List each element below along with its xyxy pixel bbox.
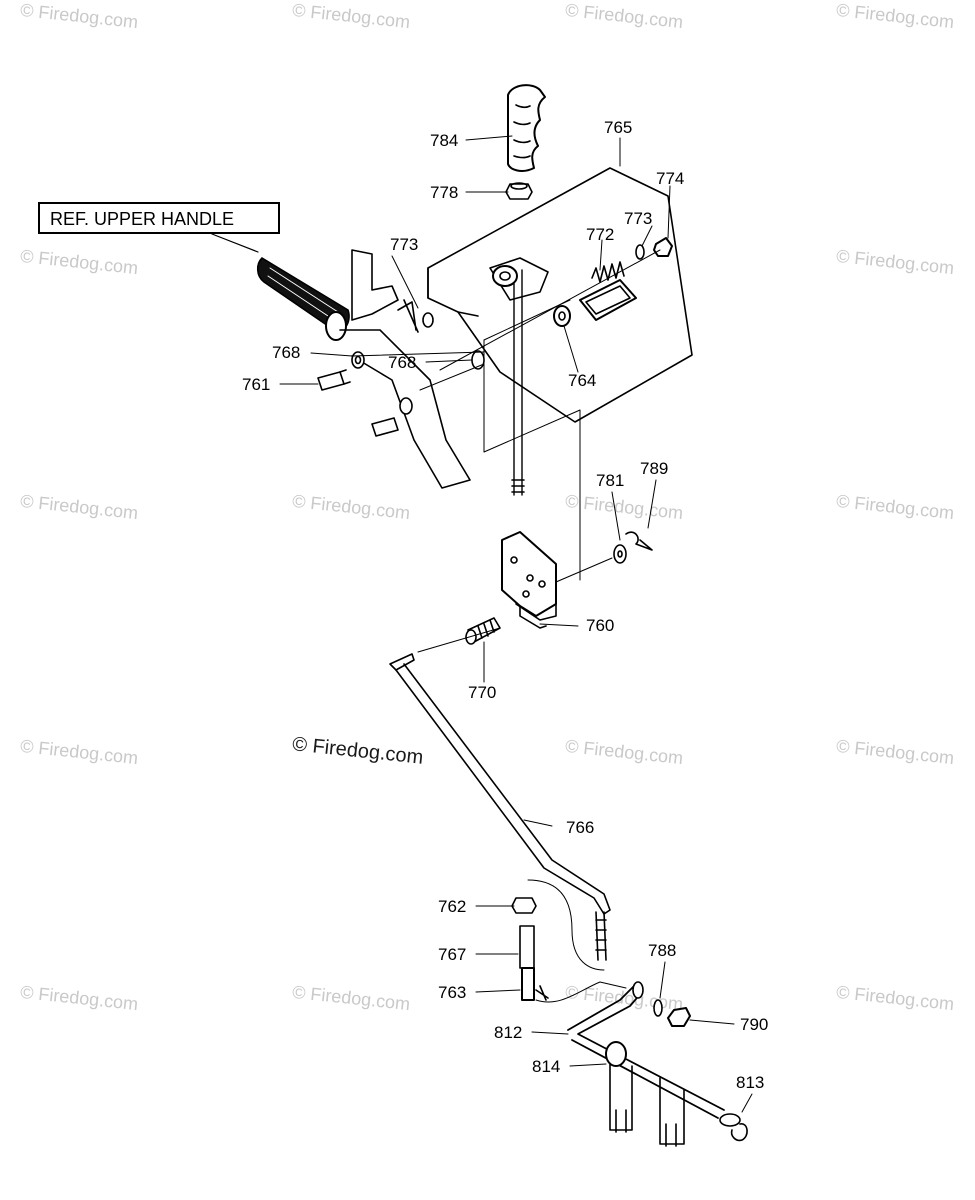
bolt-770 — [465, 617, 501, 645]
part-label-767: 767 — [438, 945, 466, 964]
part-label-773: 773 — [624, 209, 652, 228]
part-label-765: 765 — [604, 118, 632, 137]
part-label-770: 770 — [468, 683, 496, 702]
part-label-761: 761 — [242, 375, 270, 394]
part-label-812: 812 — [494, 1023, 522, 1042]
part-label-763: 763 — [438, 983, 466, 1002]
part-label-773: 773 — [390, 235, 418, 254]
alignment-lines — [351, 249, 661, 581]
part-labels: 784 765 778 774 773 772 773 768 768 761 … — [242, 118, 768, 1092]
leader-lines — [279, 135, 753, 1113]
spring-and-washers — [553, 237, 673, 327]
upper-handle — [256, 249, 471, 489]
part-label-789: 789 — [640, 459, 668, 478]
ref-upper-handle-box: REF. UPPER HANDLE — [38, 202, 280, 234]
bracket-760 — [501, 531, 557, 629]
nut-778 — [505, 182, 533, 200]
part-label-772: 772 — [586, 225, 614, 244]
part-label-784: 784 — [430, 131, 458, 150]
part-label-813: 813 — [736, 1073, 764, 1092]
shift-rod-766 — [389, 627, 611, 961]
part-label-790: 790 — [740, 1015, 768, 1034]
part-label-760: 760 — [586, 616, 614, 635]
lower-fittings — [511, 879, 627, 1003]
washer-clip — [555, 531, 653, 583]
part-label-764: 764 — [568, 371, 596, 390]
ref-leader — [211, 233, 259, 253]
part-label-768: 768 — [388, 353, 416, 372]
grip-784 — [507, 84, 546, 172]
shift-shaft-assembly — [567, 981, 748, 1147]
ref-upper-handle-label: REF. UPPER HANDLE — [50, 209, 235, 229]
part-label-762: 762 — [438, 897, 466, 916]
part-label-774: 774 — [656, 169, 684, 188]
part-label-766: 766 — [566, 818, 594, 837]
part-label-778: 778 — [430, 183, 458, 202]
shift-rod — [492, 265, 525, 496]
part-label-781: 781 — [596, 471, 624, 490]
part-label-814: 814 — [532, 1057, 560, 1076]
part-label-768: 768 — [272, 343, 300, 362]
part-label-788: 788 — [648, 941, 676, 960]
control-panel-765 — [427, 167, 693, 423]
